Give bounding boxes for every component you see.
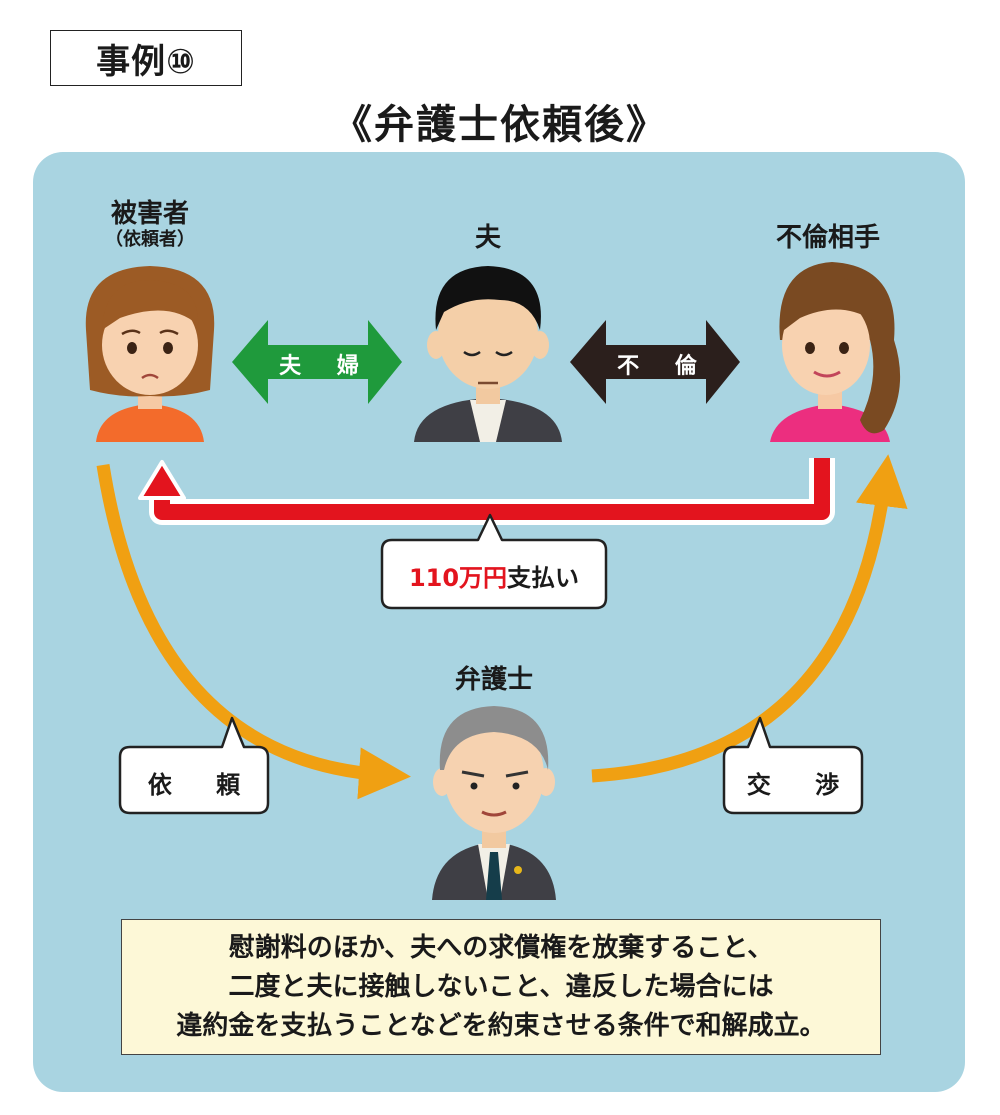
request-bubble [118, 716, 270, 815]
negotiation-bubble [722, 716, 864, 815]
victim-avatar [85, 266, 215, 442]
payment-arrow [138, 458, 835, 525]
payment-amount: 110万円 [408, 564, 508, 592]
husband-name: 夫 [474, 223, 501, 253]
victim-label: 被害者 （依頼者） [70, 199, 230, 251]
affair-arrow [570, 320, 740, 404]
page-title: 《弁護士依頼後》 [332, 102, 668, 148]
note-line: 二度と夫に接触しないこと、違反した場合には [228, 971, 774, 1002]
note-line: 慰謝料のほか、夫への求償権を放棄すること、 [228, 932, 774, 963]
negotiation-label: 交 渉 [746, 771, 858, 799]
settlement-note: 慰謝料のほか、夫への求償権を放棄すること、 二度と夫に接触しないこと、違反した場… [121, 919, 881, 1055]
married-arrow-label: 夫 婦 [279, 354, 373, 379]
victim-name: 被害者 [110, 199, 189, 229]
lawyer-avatar [432, 706, 556, 900]
affair-partner-name: 不倫相手 [775, 223, 880, 253]
payment-bubble [380, 513, 608, 610]
payment-text: 支払い [507, 564, 580, 592]
victim-role: （依頼者） [105, 228, 195, 250]
married-arrow [232, 320, 402, 404]
case-label: 事例⑩ [50, 30, 242, 86]
affair-arrow-label: 不 倫 [617, 354, 711, 379]
request-label: 依 頼 [147, 771, 259, 799]
affair-partner-avatar [770, 262, 901, 442]
negotiation-flow-arrow [591, 454, 908, 783]
request-flow-arrow [96, 463, 411, 800]
lawyer-name: 弁護士 [454, 665, 533, 695]
note-line: 違約金を支払うことなどを約束させる条件で和解成立。 [176, 1010, 826, 1041]
payment-label: 110万円支払い [382, 558, 606, 593]
husband-avatar [414, 266, 562, 442]
